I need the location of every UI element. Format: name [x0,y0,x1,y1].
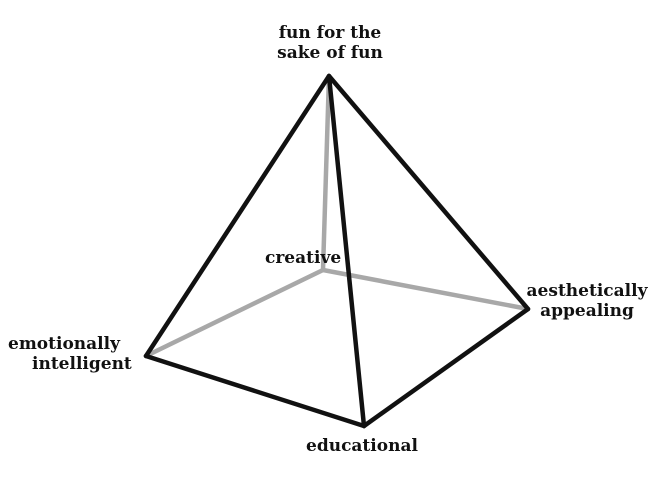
label-emotionally-intelligent: emotionally intelligent [8,334,142,374]
label-right-line1: aesthetically [526,281,648,301]
label-creative: creative [265,248,341,268]
edge-apex-aesthetically-appealing [326,73,531,312]
label-apex-line1: fun for the [278,23,382,43]
edge-apex-creative [320,73,332,273]
label-creative-line1: creative [265,248,342,268]
edge-apex-educational [326,73,367,429]
edge-educational-aesthetically-appealing [361,306,531,429]
label-left-line2: intelligent [32,354,132,374]
edge-creative-emotionally-intelligent [143,267,326,359]
label-apex-line2: sake of fun [277,43,383,63]
visible-edges [143,73,531,429]
label-aesthetically-appealing: aesthetically appealing [522,281,652,321]
edge-creative-aesthetically-appealing [320,267,531,312]
label-apex: fun for the sake of fun [262,23,398,63]
label-educational: educational [306,436,418,456]
hidden-edges [143,73,531,359]
edge-apex-emotionally-intelligent [143,73,332,359]
label-right-line2: appealing [540,301,634,321]
label-left-line1: emotionally [8,334,120,354]
label-front-line1: educational [306,436,418,456]
edge-emotionally-intelligent-educational [143,353,367,429]
